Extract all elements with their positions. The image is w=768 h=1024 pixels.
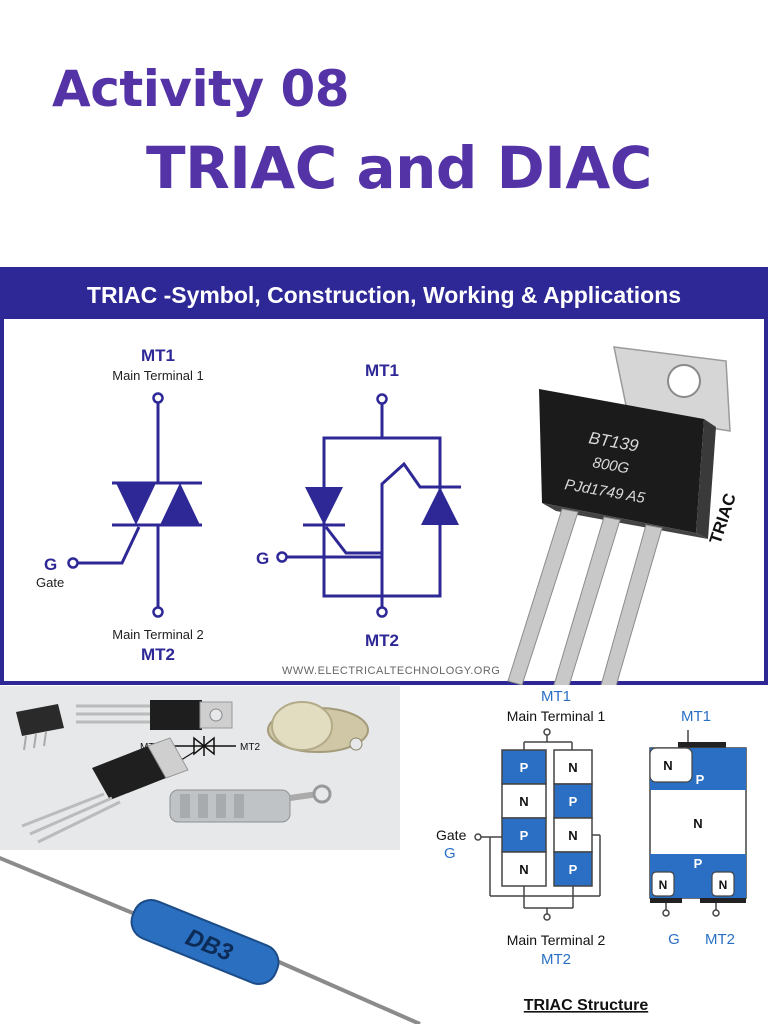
- symbol2-mt1-label: MT1: [365, 361, 399, 380]
- triac-symbol-panel: TRIAC -Symbol, Construction, Working & A…: [0, 267, 768, 685]
- diac-body: [130, 899, 280, 985]
- right-p-bot: P: [694, 856, 703, 871]
- site-watermark: WWW.ELECTRICALTECHNOLOGY.ORG: [282, 665, 501, 677]
- symbol2-triangle-right: [421, 487, 459, 525]
- col2-layer-4: P: [569, 862, 578, 877]
- struct-gate-desc: Gate: [436, 827, 467, 843]
- right-n-left: N: [659, 878, 668, 892]
- symbol1-mt1-desc: Main Terminal 1: [112, 368, 204, 383]
- triac-symbol-diagram: MT1 Main Terminal 1 G Gate Main Terminal…: [36, 346, 740, 685]
- panel-banner: TRIAC -Symbol, Construction, Working & A…: [4, 271, 764, 319]
- col1-layer-3: P: [520, 828, 529, 843]
- structure-caption: TRIAC Structure: [524, 997, 649, 1014]
- package-marking-2: 800G: [591, 454, 630, 477]
- triac-symbol-1: MT1 Main Terminal 1 G Gate Main Terminal…: [36, 346, 204, 664]
- symbol1-mt1-terminal: [152, 392, 164, 404]
- struct-gate-label: G: [444, 845, 456, 862]
- to220-package: BT139 800G PJd1749 A5 TRIAC: [507, 346, 740, 685]
- components-photo: MT1 MT2 G: [0, 686, 400, 854]
- struct-mt1-desc: Main Terminal 1: [507, 708, 606, 724]
- symbol1-triangle-up: [160, 483, 200, 525]
- activity-title: Activity 08: [52, 60, 350, 118]
- right-n-right: N: [719, 878, 728, 892]
- col1-layer-2: N: [519, 794, 528, 809]
- symbol1-mt2-label: MT2: [141, 645, 175, 664]
- col2-layer-1: N: [568, 760, 577, 775]
- right-p-top: P: [696, 772, 705, 787]
- photo-mt2-label: MT2: [240, 742, 260, 753]
- col1-layer-1: P: [520, 760, 529, 775]
- symbol2-mt2-label: MT2: [365, 631, 399, 650]
- symbol1-gate-desc: Gate: [36, 575, 64, 590]
- symbol1-mt2-terminal: [152, 606, 164, 618]
- right-n-mid: N: [693, 816, 702, 831]
- symbol2-gate-label: G: [256, 549, 269, 568]
- col1-layer-4: N: [519, 862, 528, 877]
- topic-title: TRIAC and DIAC: [146, 134, 652, 202]
- symbol1-gate-terminal: [67, 557, 79, 569]
- symbol1-triangle-down: [116, 483, 156, 525]
- struct-mt2-label: MT2: [541, 951, 571, 968]
- symbol1-gate-label: G: [44, 555, 57, 574]
- symbol1-mt2-desc: Main Terminal 2: [112, 627, 204, 642]
- package-side-label: TRIAC: [706, 491, 740, 546]
- symbol1-mt1-label: MT1: [141, 346, 175, 365]
- right-g-label: G: [668, 931, 680, 948]
- right-n-top: N: [663, 758, 672, 773]
- right-mt2-label: MT2: [705, 931, 735, 948]
- triac-symbol-2: MT1 G MT2: [256, 361, 461, 650]
- col2-layer-3: N: [568, 828, 577, 843]
- struct-mt2-desc: Main Terminal 2: [507, 932, 606, 948]
- struct-mt1-label: MT1: [541, 688, 571, 705]
- symbol2-triangle-left: [305, 487, 343, 525]
- col2-layer-2: P: [569, 794, 578, 809]
- diac-photo: DB3: [0, 850, 440, 1024]
- triac-structure-diagram: MT1 Main Terminal 1 P N P N N P N P Gate…: [420, 686, 768, 1024]
- right-mt1-label: MT1: [681, 708, 711, 725]
